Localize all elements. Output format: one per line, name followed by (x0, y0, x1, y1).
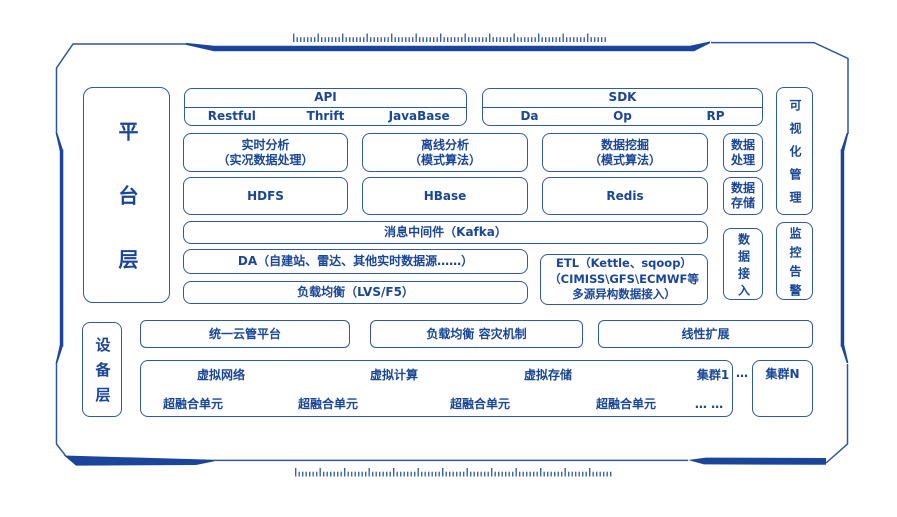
virtual-storage-label: 虚拟存储 (523, 368, 573, 382)
unified-cloud-platform-label: 统一云管平台 (208, 326, 281, 341)
data-access-label: 数据接入 (736, 232, 751, 301)
sdk-item-da: Da (520, 108, 539, 123)
data-mining-title: 数据挖掘 (600, 137, 649, 152)
hbase-box: HBase (362, 177, 528, 215)
data-storage-label: 数据存储 (730, 181, 755, 210)
sdk-item-rp: RP (706, 108, 725, 123)
device-layer-label-box: 设备层 (82, 322, 122, 417)
frame-left-notch-top (55, 133, 64, 151)
hyper-converged-unit-2: 超融合单元 (297, 397, 359, 411)
frame-top-thick-bar (186, 41, 710, 52)
visualization-management-label: 可视化管理 (788, 99, 802, 214)
linear-expansion-label: 线性扩展 (681, 326, 730, 341)
hbase-label: HBase (423, 188, 467, 203)
data-processing-tag: 数据处理 (723, 133, 763, 172)
unified-cloud-platform-box: 统一云管平台 (140, 320, 350, 348)
ruler-ticks-top (293, 33, 606, 42)
api-item-thrift: Thrift (306, 108, 345, 123)
cluster1-box: 虚拟网络 虚拟计算 虚拟存储 集群1 超融合单元 超融合单元 超融合单元 超融合… (140, 360, 733, 417)
api-item-javabase: JavaBase (388, 108, 450, 123)
device-layer-label: 设备层 (93, 337, 112, 412)
sdk-title: SDK (483, 89, 762, 108)
message-middleware-label: 消息中间件（Kafka） (384, 225, 507, 239)
da-sources-label: DA（自建站、雷达、其他实时数据源……） (237, 254, 474, 268)
message-middleware-bar: 消息中间件（Kafka） (183, 221, 708, 244)
ruler-ticks-bottom (295, 468, 612, 477)
etl-line-2: （CIMISS\GFS\ECMWF等 (549, 271, 699, 286)
offline-analysis-box: 离线分析 （模式算法） (362, 133, 528, 172)
frame-left-notch-bottom (55, 345, 64, 363)
load-balance-label: 负载均衡（LVS/F5） (297, 285, 414, 299)
etl-box: ETL（Kettle、sqoop） （CIMISS\GFS\ECMWF等 多源异… (540, 254, 708, 305)
api-title: API (185, 89, 466, 108)
virtual-compute-label: 虚拟计算 (369, 368, 419, 382)
data-mining-subtitle: （模式算法） (588, 152, 661, 167)
platform-layer-label-box: 平台层 (83, 87, 170, 313)
load-balance-bar: 负载均衡（LVS/F5） (183, 281, 528, 304)
offline-analysis-title: 离线分析 (420, 137, 469, 152)
hyper-converged-unit-1: 超融合单元 (162, 397, 224, 411)
lb-disaster-recovery-box: 负载均衡 容灾机制 (370, 320, 583, 348)
frame-bottom-left-bar (64, 455, 214, 466)
visualization-management-tag: 可视化管理 (776, 87, 813, 215)
frame-right-notch-top (840, 133, 849, 151)
api-box: API Restful Thrift JavaBase (184, 88, 467, 126)
offline-analysis-subtitle: （模式算法） (408, 152, 481, 167)
data-storage-tag: 数据存储 (723, 177, 763, 215)
frame-thin-lines (55, 41, 849, 464)
cluster1-name: 集群1 (696, 368, 730, 382)
data-access-tag: 数据接入 (723, 228, 763, 301)
realtime-analysis-title: 实时分析 (241, 137, 290, 152)
realtime-analysis-subtitle: （实况数据处理） (217, 152, 314, 167)
clusters-ellipsis: … (736, 366, 748, 380)
api-item-restful: Restful (207, 108, 256, 123)
data-processing-label: 数据处理 (730, 137, 755, 167)
virtual-network-label: 虚拟网络 (196, 368, 246, 382)
linear-expansion-box: 线性扩展 (598, 320, 813, 348)
etl-line-3: 多源异构数据接入） (572, 287, 676, 302)
clusterN-name: 集群N (765, 367, 800, 381)
more-units-ellipsis: … … (694, 397, 724, 411)
monitoring-alert-label: 监控告警 (788, 226, 802, 303)
hdfs-label: HDFS (247, 188, 284, 203)
frame-right-notch-bottom (840, 345, 849, 363)
hyper-converged-unit-3: 超融合单元 (449, 397, 511, 411)
frame-bottom-right-bar (688, 457, 826, 465)
monitoring-alert-tag: 监控告警 (776, 222, 813, 303)
frame-left-thick-segment (59, 149, 64, 347)
hdfs-box: HDFS (183, 177, 348, 215)
redis-box: Redis (542, 177, 708, 215)
lb-disaster-recovery-label: 负载均衡 容灾机制 (426, 326, 527, 341)
data-mining-box: 数据挖掘 （模式算法） (542, 133, 708, 172)
sdk-box: SDK Da Op RP (482, 88, 763, 126)
frame-right-thick-segment (840, 149, 845, 347)
realtime-analysis-box: 实时分析 （实况数据处理） (183, 133, 348, 172)
hyper-converged-unit-4: 超融合单元 (595, 397, 657, 411)
redis-label: Redis (606, 188, 644, 203)
platform-layer-label: 平台层 (115, 121, 139, 313)
da-sources-bar: DA（自建站、雷达、其他实时数据源……） (183, 249, 528, 274)
etl-line-1: ETL（Kettle、sqoop） (556, 256, 692, 271)
clusterN-box: 集群N (752, 360, 813, 417)
sdk-item-op: Op (613, 108, 632, 123)
